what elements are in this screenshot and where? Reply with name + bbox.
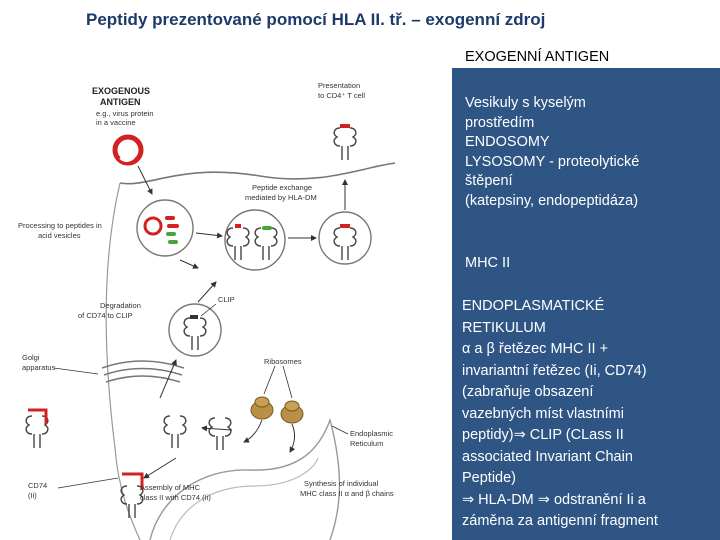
er-line: invariantní řetězec (Ii, CD74) [462, 362, 647, 379]
peptide-exchange-label-2: mediated by HLA-DM [245, 193, 317, 202]
clip-label: CLIP [218, 295, 235, 304]
cd74-label-1: CD74 [28, 481, 47, 490]
er-label-1: Endoplasmic [350, 429, 393, 438]
acid-vesicle [136, 199, 194, 257]
antigen-protein [112, 134, 144, 166]
assembly-label-1: Assembly of MHC [140, 483, 201, 492]
title-band [0, 0, 720, 68]
vesicles-line: Vesikuly s kyselým [465, 95, 586, 111]
processing-label-1: Processing to peptides in [18, 221, 102, 230]
mhc-class-ii-pathway-diagram: EXOGENOUS ANTIGEN e.g., virus protein in… [0, 68, 452, 540]
surface-vesicle [318, 211, 372, 265]
er-line: vazebných míst vlastními [462, 405, 624, 422]
cd74-complex-2 [120, 472, 144, 519]
er-line: associated Invariant Chain [462, 448, 633, 465]
endoplasmic-reticulum [149, 417, 341, 540]
clip-vesicle [168, 303, 222, 357]
exogenous-example-2: in a vaccine [96, 118, 136, 127]
exogenous-example-1: e.g., virus protein [96, 109, 154, 118]
cd74-complex-1 [25, 408, 49, 449]
synthesis-label-1: Synthesis of individual [304, 479, 379, 488]
exogenous-antigen-heading: EXOGENNÍ ANTIGEN [465, 49, 610, 65]
er-line: α a β řetězec MHC II + [462, 341, 609, 357]
er-text: ENDOPLASMATICKÉ RETIKULUM α a β řetězec … [462, 296, 658, 533]
assembly-label-2: class II with CD74 (Ii) [140, 493, 211, 502]
cd74-label-2: (Ii) [28, 491, 37, 500]
er-line: (zabraňuje obsazení [462, 384, 594, 400]
ribosome-2 [280, 400, 304, 424]
er-line: ENDOPLASMATICKÉ [462, 298, 605, 314]
degradation-label-1: Degradation [100, 301, 141, 310]
vesicles-line: (katepsiny, endopeptidáza) [465, 192, 639, 209]
ribosome-1 [250, 396, 274, 420]
exogenous-antigen-label-2: ANTIGEN [100, 97, 141, 107]
presentation-label-1: Presentation [318, 81, 360, 90]
exchange-vesicle [224, 209, 286, 271]
er-line: ⇒ HLA-DM ⇒ odstranění Ii a [462, 491, 646, 508]
mhc-ii-heading: MHC II [465, 255, 511, 271]
vesicles-line: prostředím [465, 114, 535, 131]
peptide-exchange-label-1: Peptide exchange [252, 183, 312, 192]
vesicles-line: ENDOSOMY [465, 134, 550, 150]
presentation-label-2: to CD4⁺ T cell [318, 91, 365, 100]
exogenous-antigen-label-1: EXOGENOUS [92, 86, 150, 96]
synthesis-label-2: MHC class II α and β chains [300, 489, 394, 498]
er-line: Peptide) [462, 470, 517, 486]
degradation-label-2: of CD74 to CLIP [78, 311, 133, 320]
processing-label-2: acid vesicles [38, 231, 81, 240]
er-line: záměna za antigenní fragment [462, 513, 658, 529]
cell-membrane [119, 162, 396, 185]
vesicles-line: LYSOSOMY - proteolytické [465, 153, 640, 170]
ribosomes-label: Ribosomes [264, 357, 302, 366]
slide-title: Peptidy prezentované pomocí HLA II. tř. … [86, 10, 546, 29]
vesicles-line: štěpení [465, 173, 513, 189]
golgi-label-2: apparatus [22, 363, 56, 372]
er-label-2: Reticulum [350, 439, 383, 448]
er-line: peptidy)⇒ CLIP (CLass II [462, 427, 624, 443]
golgi-label-1: Golgi [22, 353, 40, 362]
vesicles-text: Vesikuly s kyselým prostředím ENDOSOMY L… [465, 94, 639, 211]
er-line: RETIKULUM [462, 319, 546, 336]
